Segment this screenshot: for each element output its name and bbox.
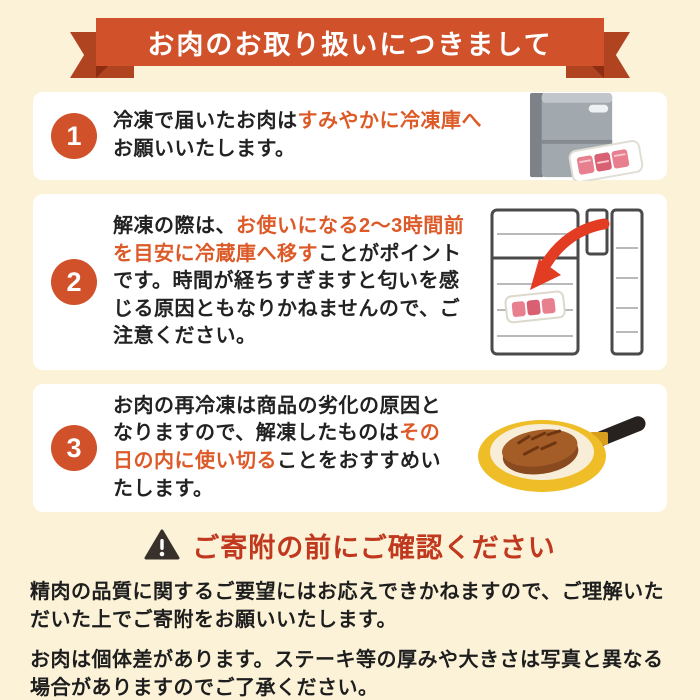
step-text-highlight: その日の内に使い切る: [113, 422, 441, 472]
step-text-highlight: お使いになる2〜3時間前を目安に冷蔵庫へ移す: [113, 215, 465, 265]
step-card-2: 2 解凍の際は、お使いになる2〜3時間前を目安に冷蔵庫へ移すことがポイントです。…: [33, 194, 667, 370]
step-text: 解凍の際は、お使いになる2〜3時間前を目安に冷蔵庫へ移すことがポイントです。時間…: [113, 213, 468, 351]
step-text-highlight: すみやかに冷凍庫へ: [297, 110, 482, 133]
frying-pan-icon: [478, 416, 646, 492]
refrigerator-illustration: [484, 206, 649, 358]
step-text-segment: 冷凍で届いたお肉は: [113, 110, 298, 133]
notice-heading: ご寄附の前にご確認ください: [0, 526, 700, 564]
ribbon-fold-left: [96, 66, 108, 78]
freezer-icon: [529, 92, 644, 181]
step-text-segment: お肉の再冷凍は商品の劣化の原因となりますので、解凍したものは: [113, 394, 441, 445]
step-number-badge: 3: [51, 425, 97, 471]
step-text-segment: お願いいたします。: [113, 138, 296, 160]
freezer-illustration: [499, 91, 649, 181]
notice-paragraph: 精肉の品質に関するご要望にはお応えできかねますので、ご理解いただいた上でご寄附を…: [30, 581, 665, 631]
step-text-segment: ことをおすすめいたします。: [113, 450, 441, 500]
ribbon-fold-right: [592, 66, 604, 78]
page-title: お肉のお取り扱いにつきまして: [147, 29, 553, 60]
notice-body: 精肉の品質に関するご要望にはお応えできかねますので、ご理解いただいた上でご寄附を…: [30, 578, 670, 700]
ribbon-banner: お肉のお取り扱いにつきまして: [96, 18, 604, 66]
title-ribbon: お肉のお取り扱いにつきまして: [70, 18, 630, 80]
step-text: お肉の再冷凍は商品の劣化の原因となりますので、解凍したものはその日の内に使い切る…: [113, 393, 458, 503]
notice-heading-text: ご寄附の前にご確認ください: [192, 532, 556, 563]
step-number-badge: 2: [51, 259, 97, 305]
notice-paragraph: お肉は個体差があります。ステーキ等の厚みや大きさは写真と異なる場合がありますので…: [30, 649, 664, 699]
red-arrow: [540, 218, 610, 270]
warning-triangle-icon: [144, 529, 180, 560]
step-text-segment: ことがポイントです。時間が経ちすぎますと匂いを感じる原因ともなりかねませんので、…: [113, 242, 462, 348]
frying-pan-illustration: [474, 398, 649, 498]
step-text-segment: 解凍の際は、: [113, 215, 236, 238]
step-text: 冷凍で届いたお肉はすみやかに冷凍庫へお願いいたします。: [113, 108, 483, 163]
open-refrigerator-icon: [490, 208, 644, 356]
step-card-3: 3 お肉の再冷凍は商品の劣化の原因となりますので、解凍したものはその日の内に使い…: [33, 384, 667, 512]
step-card-1: 1 冷凍で届いたお肉はすみやかに冷凍庫へお願いいたします。: [33, 91, 667, 181]
step-number-badge: 1: [51, 113, 97, 159]
